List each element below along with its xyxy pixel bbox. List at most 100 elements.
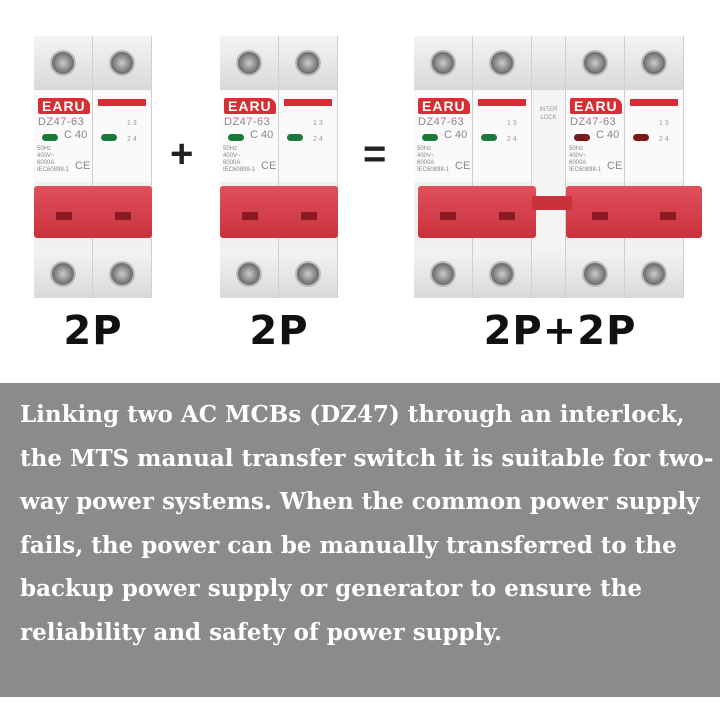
equals-sign: = <box>363 132 387 176</box>
toggle-handle[interactable] <box>220 186 338 238</box>
handle-slot <box>498 212 515 220</box>
top-terminal <box>532 36 565 90</box>
screw-icon <box>582 261 608 287</box>
status-indicator-icon <box>633 134 649 141</box>
toggle-handle-right-off[interactable] <box>566 186 702 238</box>
bottom-terminal <box>414 250 472 298</box>
handle-slot <box>55 212 72 220</box>
current-rating: C 40 <box>444 129 468 141</box>
wiring-diagram: 1 3 2 4 <box>659 120 669 143</box>
brand-logo: EARU <box>224 98 276 114</box>
interlock-bar <box>532 196 572 210</box>
breaker-pole: 1 3 2 4 <box>93 36 152 298</box>
ce-mark: CE <box>607 160 623 172</box>
model-number: DZ47-63 <box>224 116 271 128</box>
screw-icon <box>489 261 515 287</box>
screw-icon <box>489 50 515 76</box>
wiring-diagram: 1 3 2 4 <box>507 120 517 143</box>
bottom-terminal <box>220 250 278 298</box>
toggle-handle-left-on[interactable] <box>418 186 536 238</box>
handle-slot <box>439 212 456 220</box>
wiring-diagram: 1 3 2 4 <box>313 120 323 143</box>
current-rating: C 40 <box>64 129 88 141</box>
current-rating: C 40 <box>250 129 274 141</box>
top-terminal <box>625 36 683 90</box>
ce-mark: CE <box>261 160 277 172</box>
ce-mark: CE <box>75 160 91 172</box>
screw-icon <box>295 261 321 287</box>
top-terminal <box>34 36 92 90</box>
screw-icon <box>430 261 456 287</box>
screw-icon <box>109 50 135 76</box>
model-number: DZ47-63 <box>418 116 465 128</box>
pole-face: 1 3 2 4 <box>279 90 337 182</box>
pole-face: 1 3 2 4 <box>625 90 683 182</box>
screw-icon <box>582 50 608 76</box>
pole-face: 1 3 2 4 <box>93 90 151 182</box>
bottom-terminal <box>93 250 151 298</box>
bottom-terminal <box>566 250 624 298</box>
top-terminal <box>220 36 278 90</box>
spec-text: 50Hz 400V~ 6000A IEC60898-1 <box>37 146 70 173</box>
brand-logo: EARU <box>418 98 470 114</box>
spec-text: 50Hz 400V~ 6000A IEC60898-1 <box>223 146 256 173</box>
red-stripe <box>98 99 146 106</box>
red-stripe <box>478 99 526 106</box>
plus-sign: + <box>170 132 194 176</box>
breaker-pole: 1 3 2 4 <box>473 36 532 298</box>
handle-slot <box>241 212 258 220</box>
screw-icon <box>295 50 321 76</box>
status-indicator-icon <box>481 134 497 141</box>
red-stripe <box>284 99 332 106</box>
status-indicator-icon <box>42 134 58 141</box>
brand-logo: EARU <box>38 98 90 114</box>
wiring-diagram: 1 3 2 4 <box>127 120 137 143</box>
interlock-module: INTER LOCK <box>532 36 566 298</box>
top-terminal <box>566 36 624 90</box>
brand-logo: EARU <box>570 98 622 114</box>
handle-slot <box>660 212 676 220</box>
pole-face: 1 3 2 4 <box>473 90 531 182</box>
bottom-terminal <box>34 250 92 298</box>
status-indicator-icon <box>422 134 438 141</box>
bottom-terminal <box>279 250 337 298</box>
top-terminal <box>93 36 151 90</box>
toggle-handle[interactable] <box>34 186 152 238</box>
model-number: DZ47-63 <box>570 116 617 128</box>
top-terminal <box>414 36 472 90</box>
interlock-label: INTER LOCK <box>539 107 558 121</box>
bottom-terminal <box>532 250 565 298</box>
top-terminal <box>279 36 337 90</box>
breaker-pole: 1 3 2 4 <box>279 36 338 298</box>
handle-slot <box>592 212 608 220</box>
label-2p-middle: 2P <box>249 308 309 354</box>
screw-icon <box>236 261 262 287</box>
screw-icon <box>236 50 262 76</box>
top-terminal <box>473 36 531 90</box>
screw-icon <box>641 50 667 76</box>
handle-slot <box>300 212 317 220</box>
label-2p-plus-2p: 2P+2P <box>483 308 637 354</box>
screw-icon <box>50 261 76 287</box>
red-stripe <box>630 99 678 106</box>
status-indicator-icon <box>228 134 244 141</box>
ce-mark: CE <box>455 160 471 172</box>
bottom-terminal <box>625 250 683 298</box>
model-number: DZ47-63 <box>38 116 85 128</box>
label-2p-left: 2P <box>63 308 123 354</box>
screw-icon <box>109 261 135 287</box>
screw-icon <box>50 50 76 76</box>
screw-icon <box>641 261 667 287</box>
status-indicator-icon <box>574 134 590 141</box>
